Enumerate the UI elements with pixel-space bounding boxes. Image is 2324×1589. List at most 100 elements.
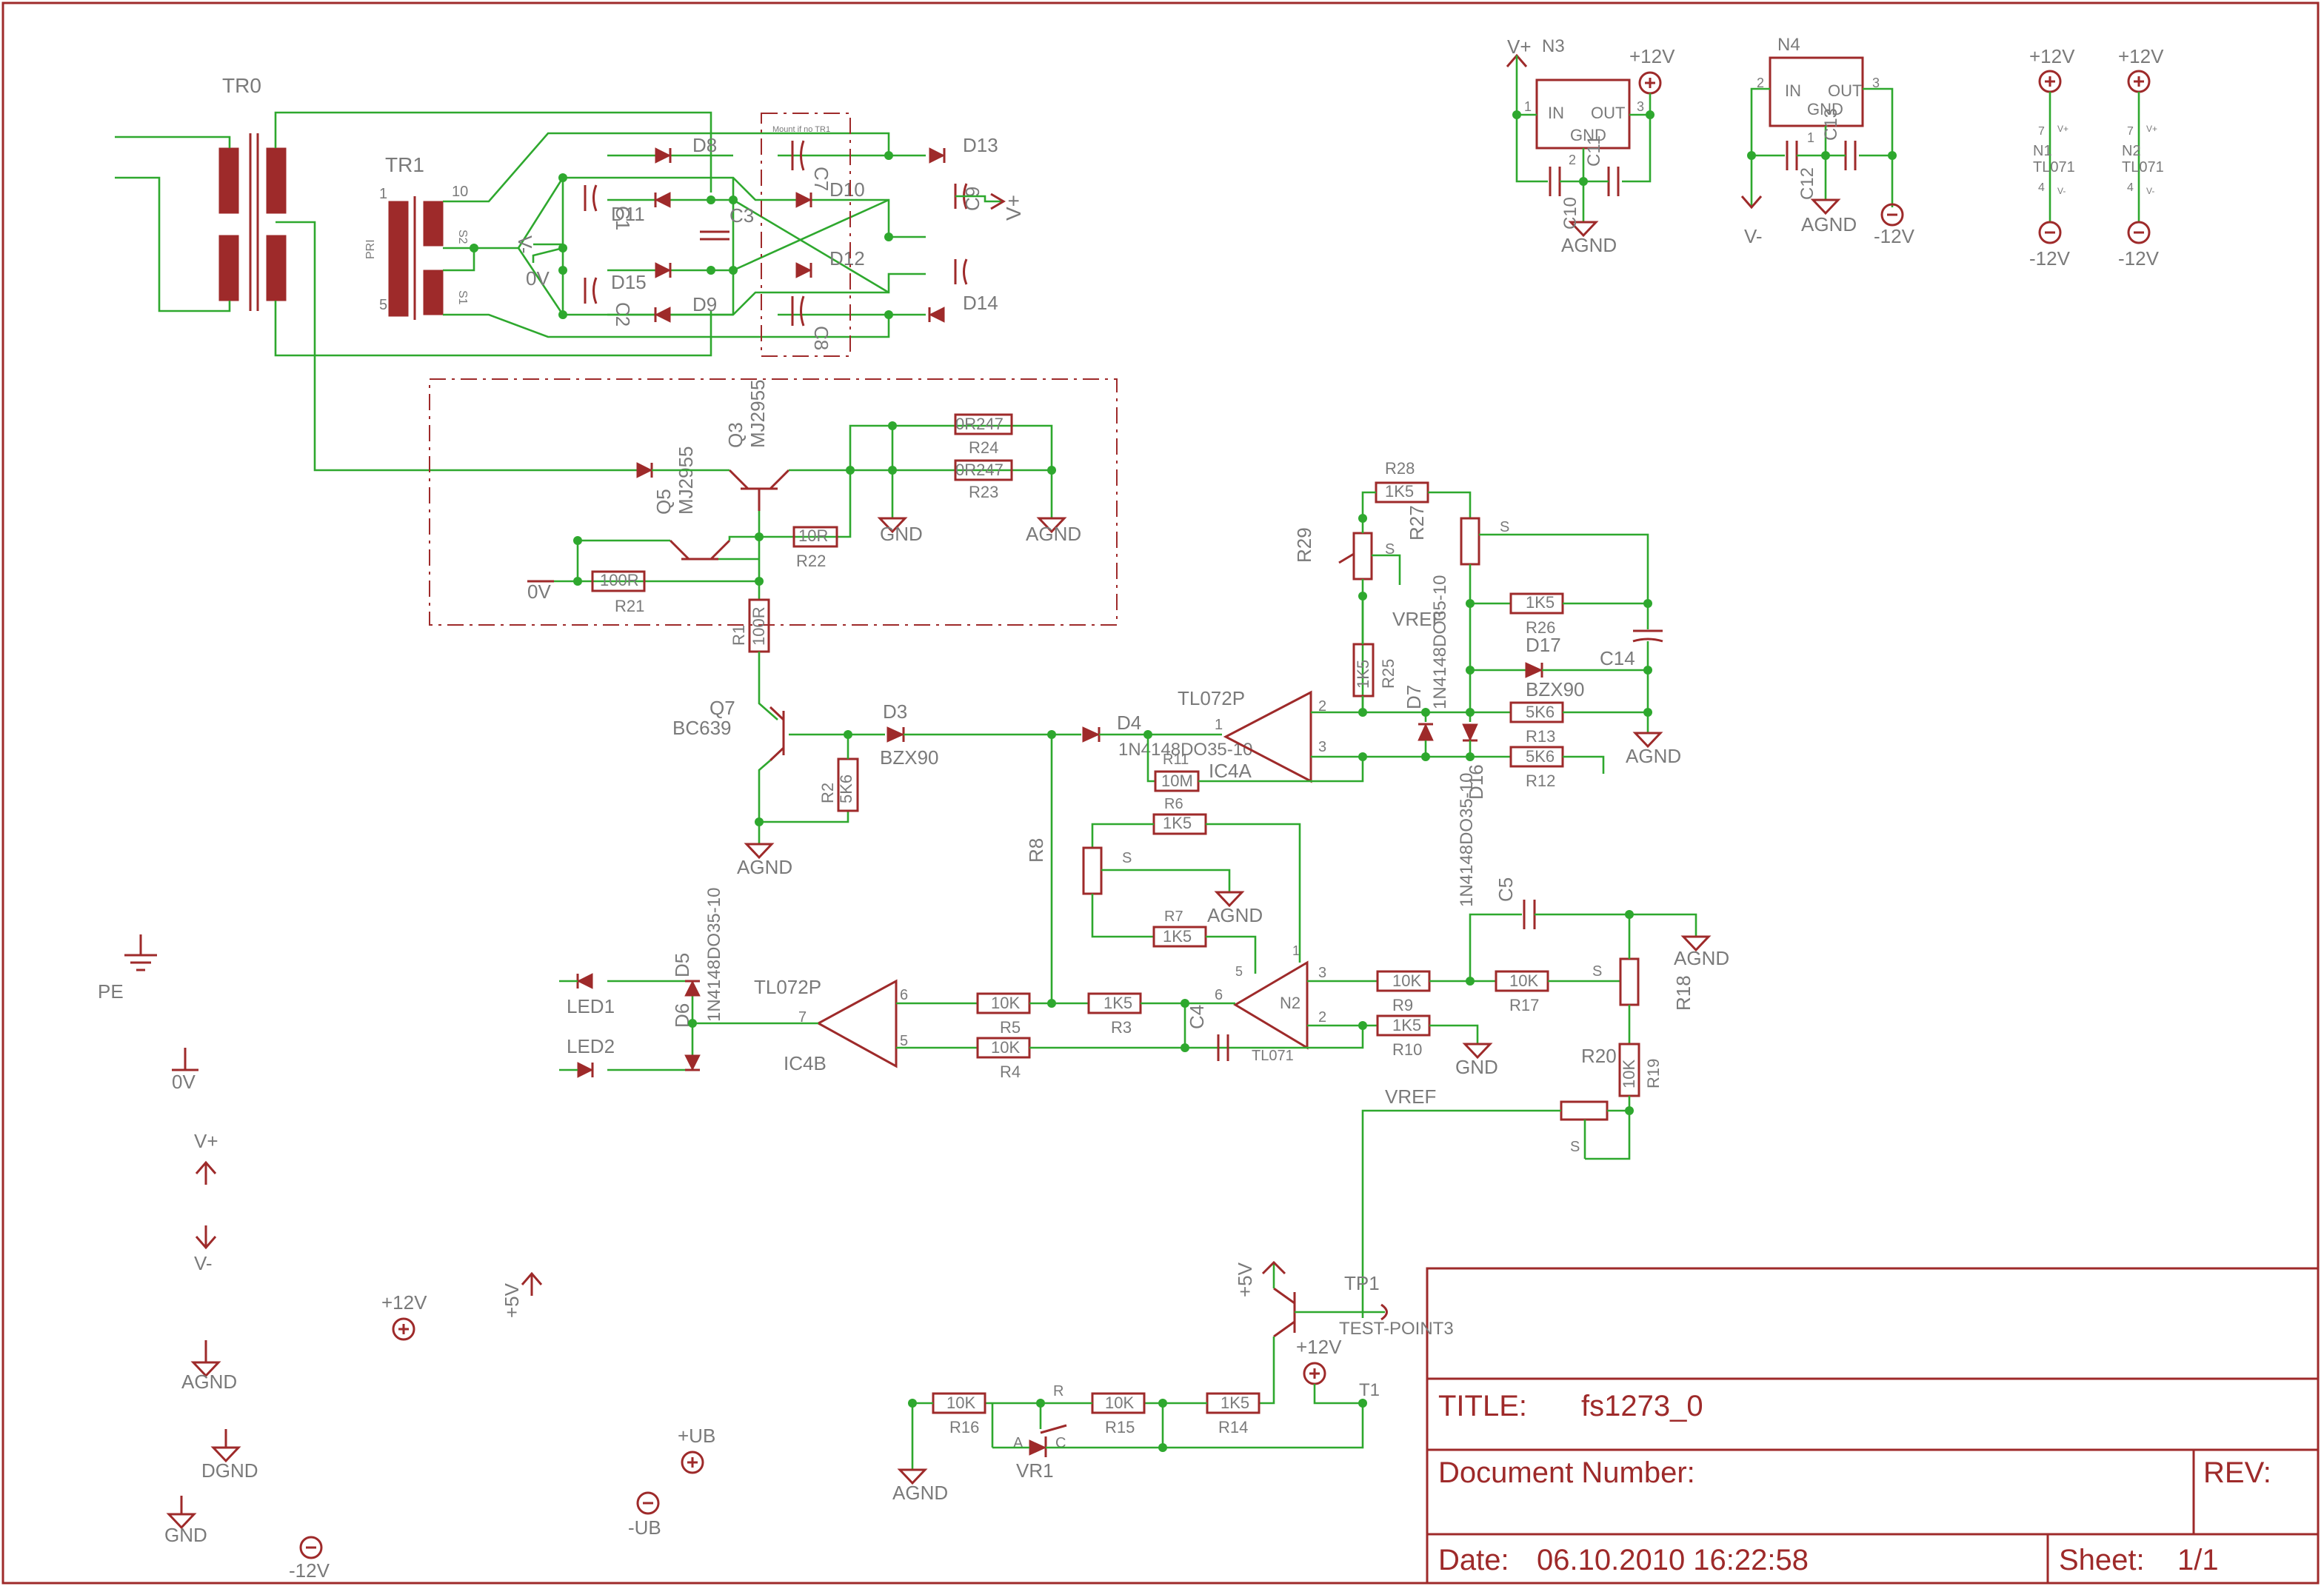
c12-label: C12	[1797, 167, 1817, 200]
n3-pin3: 3	[1637, 99, 1644, 114]
pub-label-legend: +UB	[678, 1425, 715, 1447]
n4-pin3: 3	[1872, 76, 1880, 90]
vr1-c: C	[1055, 1435, 1066, 1451]
sheet-label: Sheet:	[2059, 1544, 2145, 1576]
d16-symbol	[1462, 723, 1478, 742]
r22-label: R22	[796, 552, 826, 570]
r28-value: 1K5	[1385, 482, 1414, 501]
n2-pin1: 1	[1292, 943, 1300, 958]
opamp-n2: N2 TL071 6 3 2 1 5	[1215, 943, 1326, 1064]
r22-value: 10R	[798, 526, 828, 545]
c10-label: C10	[1560, 197, 1580, 230]
rev-label: REV:	[2203, 1456, 2271, 1489]
vr1-label: VR1	[1016, 1459, 1054, 1482]
d6-symbol	[684, 1054, 701, 1071]
led2-symbol	[577, 1062, 594, 1078]
c1-label: C1	[612, 206, 634, 230]
n2-label: N2	[1280, 994, 1300, 1012]
q7-type: BC639	[672, 717, 732, 739]
n1-type: TL071	[2033, 159, 2075, 175]
n4-agnd-label: AGND	[1801, 213, 1857, 235]
t1-label: T1	[1359, 1380, 1380, 1400]
c11-label: C11	[1584, 136, 1604, 167]
r14-label: R14	[1218, 1418, 1248, 1436]
n3-out: OUT	[1591, 104, 1625, 122]
pot-s-1: S	[1122, 850, 1132, 866]
n4-label: N4	[1777, 35, 1800, 55]
net-v-label: V-	[514, 235, 536, 254]
r25-label: R25	[1379, 659, 1398, 689]
r14-value: 1K5	[1221, 1394, 1249, 1412]
c9-label: C9	[961, 187, 984, 211]
d7-type: 1N4148DO35-10	[1430, 575, 1450, 709]
led2-label: LED2	[567, 1035, 615, 1057]
gnd-symbols-power: GND AGND 0V	[527, 517, 1081, 603]
r13-label: R13	[1526, 727, 1555, 746]
opamp-ic4b: TL072P IC4B 6 5 7	[754, 976, 908, 1074]
ic4b-label: IC4B	[784, 1052, 827, 1074]
agnd-label-q7: AGND	[737, 856, 792, 878]
n1-plus12v: +12V	[2029, 45, 2075, 67]
opamp-ic4a: TL072P IC4A 1 2 3	[1178, 687, 1326, 783]
rectifier-capacitors: C1 C2 C3 C7 C8 C9	[584, 140, 984, 350]
title-value: fs1273_0	[1581, 1390, 1703, 1422]
n1-vminus: V-	[2057, 186, 2066, 196]
d7-symbol	[1418, 723, 1434, 741]
n2-pin3: 3	[1318, 965, 1326, 981]
d17-symbol	[1525, 662, 1543, 678]
ic4b-type: TL072P	[754, 976, 821, 998]
q3-label: Q3	[724, 422, 747, 448]
d8-label: D8	[692, 134, 717, 156]
r26-value: 1K5	[1526, 593, 1555, 612]
r3-label: R3	[1111, 1018, 1132, 1037]
n2-pin5: 5	[1235, 964, 1243, 979]
n4-minus12v-label: -12V	[1874, 225, 1915, 247]
r17-label: R17	[1509, 996, 1539, 1014]
c4-label: C4	[1186, 1005, 1208, 1029]
opamp-power-n1: +12V N1 TL071 7 4 V+ V- -12V	[2029, 45, 2075, 270]
r24-value: 0R247	[955, 415, 1004, 433]
heatsink-box	[429, 378, 1118, 626]
r18-s: S	[1592, 963, 1602, 980]
d16-label: D16	[1465, 764, 1487, 800]
n3-pin2: 2	[1569, 153, 1576, 167]
c3-label: C3	[729, 204, 754, 227]
d3-label: D3	[883, 700, 907, 723]
r19-label: R19	[1644, 1059, 1663, 1088]
agnd-label-r13: AGND	[1626, 745, 1681, 767]
d9-label: D9	[692, 293, 717, 315]
tp1-type: TEST-POINT3	[1339, 1319, 1454, 1339]
r27-label: R27	[1406, 505, 1428, 541]
ic4a-pin3: 3	[1318, 739, 1326, 755]
r6-value: 1K5	[1163, 814, 1192, 832]
ic4a-pin2: 2	[1318, 698, 1326, 715]
r4-value: 10K	[991, 1038, 1020, 1057]
r20-s: S	[1570, 1139, 1580, 1155]
r11-label: R11	[1163, 752, 1189, 768]
c8-label: C8	[810, 326, 832, 350]
r9-value: 10K	[1392, 971, 1421, 990]
c7-label: C7	[810, 167, 832, 191]
d11-label: D11	[611, 203, 645, 225]
c5-label: C5	[1495, 877, 1517, 902]
n4-pin2: 2	[1757, 76, 1764, 90]
d5-symbol	[684, 980, 701, 997]
tp1-label: TP1	[1344, 1272, 1380, 1294]
d7-label: D7	[1403, 685, 1425, 709]
r20-label: R20	[1581, 1045, 1617, 1067]
r10-value: 1K5	[1392, 1016, 1421, 1034]
n3-label: N3	[1542, 36, 1565, 56]
n1-label: N1	[2033, 143, 2052, 159]
pot-r29: R29 S	[1293, 527, 1395, 581]
title-label: TITLE:	[1438, 1390, 1527, 1422]
r17-value: 10K	[1509, 971, 1538, 990]
minus12v-label-legend: -12V	[289, 1559, 330, 1582]
r7-value: 1K5	[1163, 927, 1192, 946]
n4-pin1: 1	[1807, 130, 1814, 145]
n2-pin6: 6	[1215, 987, 1223, 1003]
n3-plus12v-label: +12V	[1629, 45, 1675, 67]
r27-s: S	[1500, 519, 1509, 535]
supply-symbol-legend: PE 0V V+ V- +5V +12V AGND DGND +UB GND -…	[98, 934, 715, 1582]
d17-type: BZX90	[1526, 678, 1585, 700]
r4-label: R4	[1000, 1063, 1021, 1081]
